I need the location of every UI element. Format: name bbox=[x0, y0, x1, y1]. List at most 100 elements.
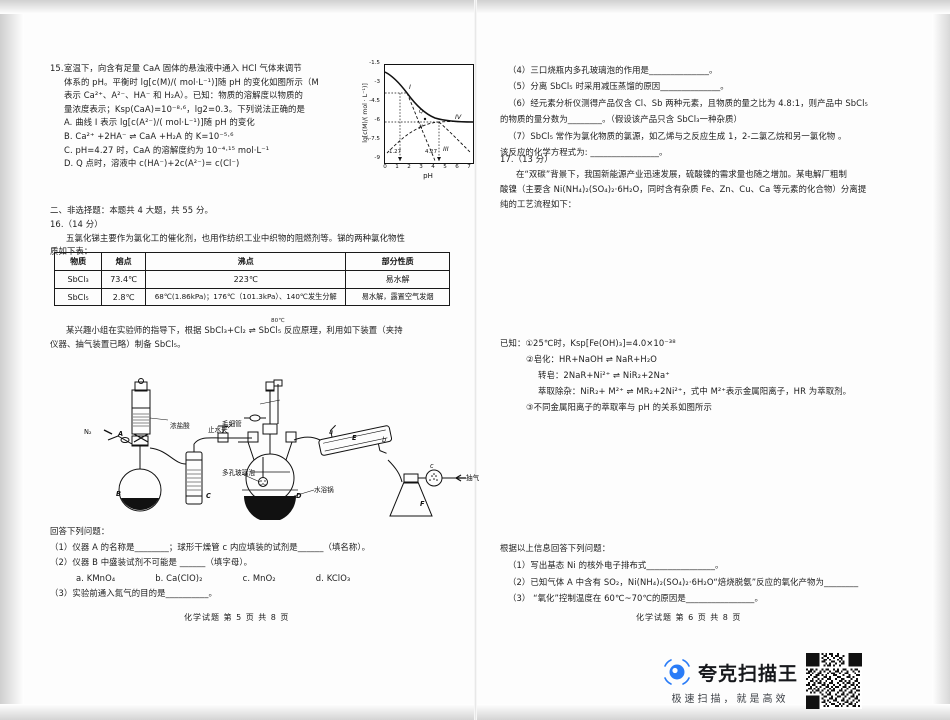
chart1-svg bbox=[385, 71, 473, 162]
chart1-xtick-5: 5 bbox=[443, 164, 447, 170]
cell-sbcl5-name: SbCl₅ bbox=[53, 288, 103, 306]
chart1-point-Q: Q bbox=[419, 109, 424, 115]
chart1-ytick-0: -1.5 bbox=[369, 60, 380, 66]
q15-option-d: D. Q 点时，溶液中 c(HA⁻)+2c(A²⁻)= c(Cl⁻) bbox=[64, 158, 240, 169]
apparatus-label-A: A bbox=[118, 430, 124, 438]
chart1-ytick-5: -9 bbox=[374, 155, 380, 161]
q16-number: 16.（14 分） bbox=[50, 219, 103, 229]
known-info-block: 已知： ①25℃时，Ksp[Fe(OH)₃]=4.0×10⁻³⁸ ②皂化：HR+… bbox=[500, 336, 936, 416]
apparatus-label-b: b bbox=[382, 436, 387, 444]
known-item-4: 萃取除杂：NiR₂+ M²⁺ ⇌ MR₂+2Ni²⁺，式中 M²⁺表示金属阳离子… bbox=[538, 385, 852, 396]
question-17: 17.（13 分） 在“双碳”背景下，我国新能源产业迅速发展，硫酸镍的需求量也随… bbox=[500, 152, 936, 213]
reaction-condition-temp: 80℃ bbox=[271, 318, 285, 324]
q16-sub-q3: （3）实验前通入氮气的目的是__________。 bbox=[50, 588, 217, 599]
table-row: SbCl₃ 73.4℃ 223℃ 易水解 bbox=[53, 270, 450, 289]
q17-number: 17.（13 分） bbox=[500, 154, 553, 164]
q15-option-b: B. Ca²⁺ +2HA⁻ ⇌ CaA +H₂A 的 K=10⁻⁵·⁶ bbox=[64, 131, 234, 142]
annotation-concentrated-hcl: 浓盐酸 bbox=[170, 422, 190, 430]
annotation-suction: 抽气 bbox=[466, 474, 480, 482]
q16-sub-q7-line1: （7）SbCl₅ 常作为氯化物质的氯源，如乙烯与之反应生成 1，2-二氯乙烷和另… bbox=[508, 130, 847, 141]
chart1-plot-area: I II III IV Q 1.27 4.27 bbox=[384, 64, 474, 164]
annotation-nitrogen-inlet: N₂ bbox=[84, 428, 92, 436]
q16-choice-b: b. Ca(ClO)₂ bbox=[155, 572, 203, 583]
left-page: 15. 室温下，向含有足量 CaA 固体的悬浊液中通入 HCl 气体来调节 体系… bbox=[24, 0, 479, 720]
qr-code-icon bbox=[806, 653, 863, 709]
chart1-series-label-III: III bbox=[443, 145, 449, 153]
section-2-heading: 二、非选择题：本题共 4 大题，共 55 分。 bbox=[50, 205, 213, 215]
right-page-footer: 化学试题 第 6 页 共 8 页 bbox=[636, 613, 742, 622]
q16-sub-q6-line2: 的物质的量分数为________。（假设该产品只含 SbCl₃一种杂质） bbox=[500, 114, 742, 125]
chart1-ytick-2: -4.5 bbox=[369, 98, 380, 104]
q16-choice-row: a. KMnO₄ b. Ca(ClO)₂ c. MnO₂ d. KClO₃ bbox=[50, 571, 474, 587]
known-heading: 已知： bbox=[500, 338, 526, 348]
chart1-series-label-I: I bbox=[409, 83, 411, 91]
q17-stem-line2: 酸镍（主要含 Ni(NH₄)₂(SO₄)₂·6H₂O，同时含有杂质 Fe、Zn、… bbox=[500, 184, 867, 195]
chart1-ytick-3: -6 bbox=[374, 117, 380, 123]
page-edge-left bbox=[0, 0, 24, 720]
apparatus-label-B: B bbox=[116, 490, 122, 498]
q15-stem-line3: 表示 Ca²⁺、A²⁻、HA⁻ 和 H₂A）。已知：物质的溶解度以物质的 bbox=[64, 90, 303, 101]
cell-sbcl3-name: SbCl₃ bbox=[53, 270, 103, 289]
quark-circle-icon bbox=[662, 657, 692, 687]
question-16: 16.（14 分） 五氯化锑主要作为氯化工的催化剂，也用作纺织工业中织物的阻燃剂… bbox=[50, 218, 470, 259]
watermark-brand: 夸克扫描王 bbox=[698, 662, 799, 685]
apparatus-diagram: A B C D E F a b c 浓盐酸 毛细管 止水夹 多孔玻璃泡 水浴锅 … bbox=[82, 378, 482, 520]
annotation-capillary: 毛细管 bbox=[222, 420, 242, 428]
substance-properties-table: 物质 熔点 沸点 部分性质 SbCl₃ 73.4℃ 223℃ 易水解 SbCl₅… bbox=[53, 252, 450, 306]
q16-sub-q4: （4）三口烧瓶内多孔玻璃泡的作用是______________。 bbox=[508, 65, 718, 75]
q16-exp-line2: 仪器、抽气装置已略）制备 SbCl₅。 bbox=[50, 338, 186, 349]
apparatus-label-c: c bbox=[430, 462, 434, 470]
q16-answer-heading: 回答下列问题： bbox=[50, 526, 110, 536]
q15-option-c: C. pH=4.27 时，CaA 的溶解度约为 10⁻⁴·¹⁵ mol·L⁻¹ bbox=[64, 144, 270, 155]
chart1-series-label-II: II bbox=[419, 123, 423, 131]
chart1-series-label-IV: IV bbox=[455, 113, 462, 121]
q17-answer-heading: 根据以上信息回答下列问题： bbox=[500, 543, 611, 553]
th-properties: 部分性质 bbox=[345, 252, 450, 271]
chart1-xtick-0: 0 bbox=[383, 164, 387, 170]
th-substance: 物质 bbox=[53, 252, 103, 271]
q16-exp-line1: 某兴趣小组在实验师的指导下，根据 SbCl₃+Cl₂ ⇌ SbCl₅ 反应原理，… bbox=[66, 325, 403, 335]
table-header-row: 物质 熔点 沸点 部分性质 bbox=[53, 252, 450, 271]
qr-code-svg bbox=[806, 653, 863, 709]
annotation-water-bath: 水浴锅 bbox=[314, 486, 334, 494]
apparatus-label-E: E bbox=[352, 434, 357, 442]
th-boiling-point: 沸点 bbox=[145, 252, 347, 271]
known-item-3: 转皂：2NaR+Ni²⁺ ⇌ NiR₂+2Na⁺ bbox=[538, 369, 670, 380]
chart1-annotation-427: 4.27 bbox=[425, 149, 438, 155]
q16-sub-q1: （1）仪器 A 的名称是________；球形干燥管 c 内应填装的试剂是___… bbox=[50, 541, 371, 552]
q16-continued: （4）三口烧瓶内多孔玻璃泡的作用是______________。 （5）分离 S… bbox=[500, 62, 930, 160]
question-15: 15. 室温下，向含有足量 CaA 固体的悬浊液中通入 HCl 气体来调节 体系… bbox=[50, 62, 320, 171]
apparatus-label-a: a bbox=[329, 428, 334, 436]
chart1-ytick-1: -3 bbox=[374, 79, 380, 85]
apparatus-label-F: F bbox=[420, 500, 425, 508]
q17-sub-q3: （3） “氧化”控制温度在 60℃~70℃的原因是_______________… bbox=[508, 593, 763, 604]
q16-sub-q2: （2）仪器 B 中盛装试剂不可能是 ______（填字母）。 bbox=[50, 557, 253, 568]
cell-sbcl5-prop: 易水解，露置空气发烟 bbox=[345, 288, 450, 306]
q17-sub-questions: 根据以上信息回答下列问题： （1）写出基态 Ni 的核外电子排布式_______… bbox=[500, 540, 936, 607]
q15-stem-line2: 体系的 pH。平衡时 lg[c(M)/( mol·L⁻¹)]随 pH 的变化如图… bbox=[64, 76, 319, 87]
q17-stem-line3: 纯的工艺流程如下： bbox=[500, 199, 577, 210]
chart1-annotation-127: 1.27 bbox=[389, 149, 402, 155]
left-page-footer: 化学试题 第 5 页 共 8 页 bbox=[184, 613, 290, 622]
cell-sbcl3-bp: 223℃ bbox=[145, 270, 347, 289]
q17-sub-q2: （2）已知气体 A 中含有 SO₂，Ni(NH₄)₂(SO₄)₂·6H₂O“焙烧… bbox=[508, 576, 859, 587]
annotation-porous-glass-bulb: 多孔玻璃泡 bbox=[222, 469, 255, 477]
q16-choice-d: d. KClO₃ bbox=[315, 572, 351, 583]
table-row: SbCl₅ 2.8℃ 68℃(1.86kPa)；176℃（101.3kPa）、1… bbox=[53, 288, 450, 306]
known-item-5: ③不同金属阳离子的萃取率与 pH 的关系如图所示 bbox=[526, 401, 712, 412]
th-melting-point: 熔点 bbox=[101, 252, 147, 271]
chart-lg-c-vs-ph: lg[c(M)/( mol · L⁻¹)] bbox=[352, 58, 480, 186]
cell-sbcl5-mp: 2.8℃ bbox=[101, 288, 147, 306]
page-spine bbox=[474, 0, 477, 720]
known-item-1: ①25℃时，Ksp[Fe(OH)₃]=4.0×10⁻³⁸ bbox=[525, 338, 676, 348]
quark-logo-svg bbox=[664, 659, 690, 685]
right-page: （4）三口烧瓶内多孔玻璃泡的作用是______________。 （5）分离 S… bbox=[486, 0, 934, 720]
cell-sbcl3-prop: 易水解 bbox=[345, 270, 450, 289]
page-edge-right bbox=[932, 0, 950, 720]
apparatus-svg bbox=[103, 378, 466, 520]
q16-choice-c: c. MnO₂ bbox=[242, 572, 276, 583]
watermark-tagline: 极速扫描，就是高效 bbox=[671, 694, 789, 705]
q17-stem-line1: 在“双碳”背景下，我国新能源产业迅速发展，硫酸镍的需求量也随之增加。某电解厂粗制 bbox=[516, 169, 847, 180]
annotation-pinch-clamp: 止水夹 bbox=[208, 426, 228, 434]
q16-choice-a: a. KMnO₄ bbox=[76, 572, 116, 583]
